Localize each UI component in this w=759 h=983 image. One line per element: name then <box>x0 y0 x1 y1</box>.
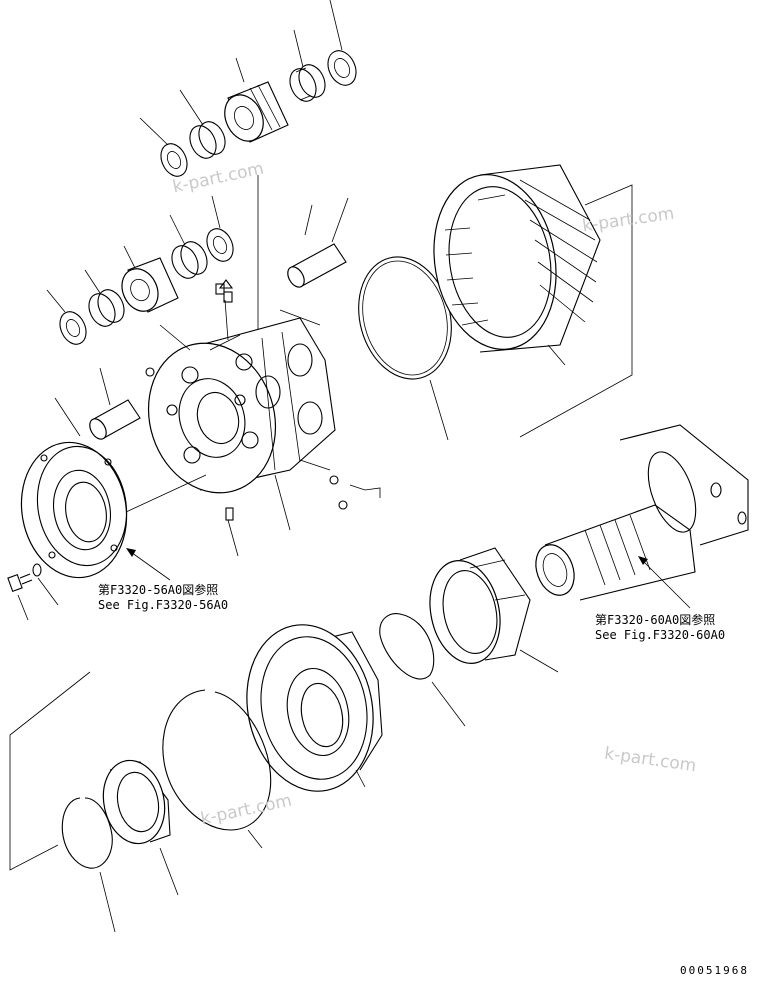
reference-right: 第F3320-60A0図参照 See Fig.F3320-60A0 <box>595 613 725 643</box>
bearing-housing-left <box>20 441 128 579</box>
hub-housing <box>246 624 383 792</box>
thrust-washer-top-right <box>327 50 357 86</box>
needle-bearing-mid <box>171 241 208 279</box>
thrust-washer-mid-left <box>59 311 87 345</box>
planet-shaft-pin-lower <box>89 399 141 440</box>
ring-gear <box>433 164 601 353</box>
planet-gear-top <box>224 81 289 143</box>
leader-lines <box>9 0 633 933</box>
needle-bearing-top <box>289 64 326 102</box>
planet-gear-mid <box>121 257 179 313</box>
planet-shaft-pin-upper <box>287 243 347 288</box>
drawing-code: 00051968 <box>680 964 749 977</box>
reference-left-jp: 第F3320-56A0図参照 <box>98 583 219 597</box>
reference-right-en: See Fig.F3320-60A0 <box>595 628 726 642</box>
output-shaft <box>535 424 749 601</box>
snap-ring-middle <box>379 613 435 680</box>
thrust-washer-mid-right <box>206 228 234 262</box>
snap-ring-small <box>61 797 113 869</box>
reference-left-en: See Fig.F3320-56A0 <box>98 598 229 612</box>
planet-carrier <box>147 317 336 494</box>
reference-arrow-left <box>126 548 171 581</box>
reference-right-jp: 第F3320-60A0図参照 <box>595 613 716 627</box>
bearing-lower-left <box>102 759 171 845</box>
needle-bearing-mid-left <box>88 289 125 327</box>
taper-roller-bearing <box>429 547 531 664</box>
small-plug-bolts <box>145 279 348 521</box>
snap-ring-open <box>162 689 272 831</box>
bolt-and-washer <box>7 563 42 592</box>
reference-arrow-right <box>638 556 691 609</box>
needle-bearing-upper-left <box>189 121 226 159</box>
reference-left: 第F3320-56A0図参照 See Fig.F3320-56A0 <box>98 583 228 613</box>
thrust-washer-upper-left <box>160 143 188 177</box>
